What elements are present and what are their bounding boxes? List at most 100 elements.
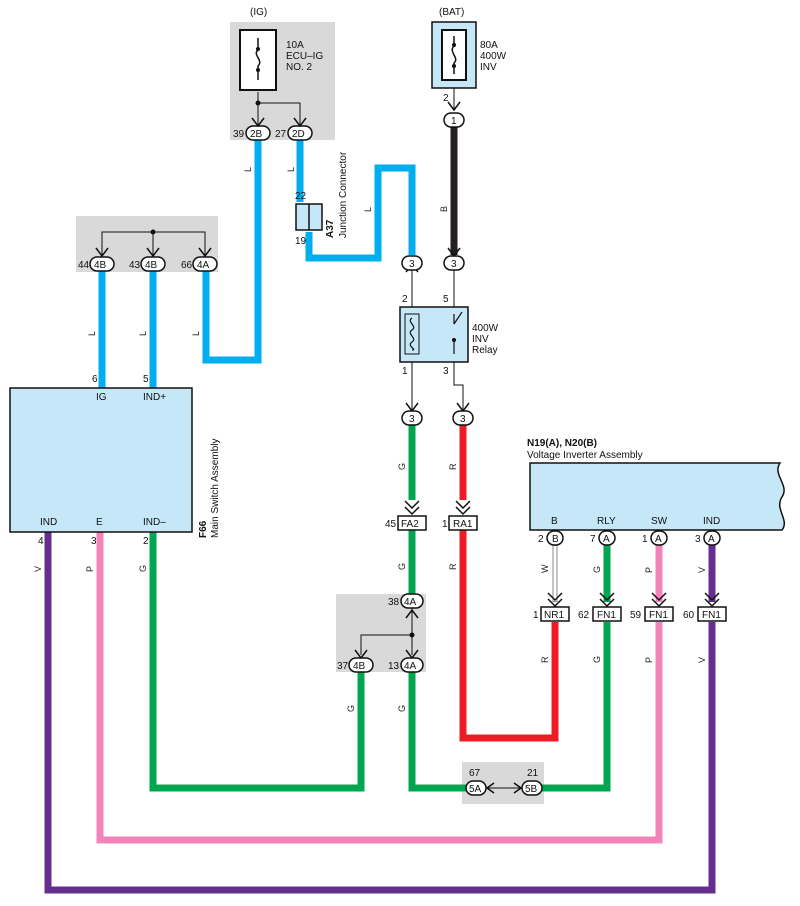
svg-text:2: 2 xyxy=(538,534,544,545)
conn-2d-code: 2D xyxy=(292,129,305,140)
svg-text:66: 66 xyxy=(181,260,193,271)
wire-g-37-indm xyxy=(149,532,365,792)
ms-pin-ind: IND xyxy=(40,517,57,528)
svg-text:P: P xyxy=(644,657,654,663)
bat-fuse-rating: 80A xyxy=(480,40,498,51)
ms-pin-e: E xyxy=(96,517,103,528)
wires xyxy=(44,127,716,894)
svg-text:FN1: FN1 xyxy=(649,610,668,621)
voltage-inverter-assembly xyxy=(529,462,785,531)
svg-text:V: V xyxy=(697,567,707,573)
svg-text:37: 37 xyxy=(337,661,349,672)
ig-fuse-name: ECU–IG xyxy=(286,51,323,62)
svg-text:5: 5 xyxy=(443,294,449,305)
svg-text:5B: 5B xyxy=(525,784,538,795)
svg-text:A: A xyxy=(655,534,662,545)
bat-label: (BAT) xyxy=(439,7,464,18)
svg-text:3: 3 xyxy=(409,414,415,425)
svg-text:21: 21 xyxy=(527,768,539,779)
svg-text:P: P xyxy=(644,567,654,573)
ms-pin-indp: IND+ xyxy=(143,392,166,403)
relay-watt: 400W xyxy=(472,323,499,334)
svg-text:NR1: NR1 xyxy=(544,610,564,621)
svg-text:1: 1 xyxy=(642,534,648,545)
svg-text:44: 44 xyxy=(78,260,90,271)
inv-pin-sw: SW xyxy=(651,516,668,527)
svg-text:4B: 4B xyxy=(94,260,107,271)
svg-text:4B: 4B xyxy=(353,661,366,672)
relay-name: Relay xyxy=(472,345,498,356)
wire-v-ind-fn1 xyxy=(44,532,716,894)
inv-pin-ind: IND xyxy=(703,516,720,527)
svg-text:V: V xyxy=(33,566,43,572)
svg-text:3: 3 xyxy=(460,414,466,425)
wire-g-5b-fn1 xyxy=(540,622,611,792)
svg-text:3: 3 xyxy=(409,259,415,270)
svg-text:G: G xyxy=(397,463,407,470)
wire-p-e-fn1 xyxy=(96,532,663,844)
bat-fuse-watt: 400W xyxy=(480,51,507,62)
ig-fuse-rating: 10A xyxy=(286,40,304,51)
svg-text:FA2: FA2 xyxy=(401,519,419,530)
wire-r-ra1-nr1 xyxy=(459,530,559,742)
wire-l-2b xyxy=(202,140,262,364)
svg-text:13: 13 xyxy=(388,661,400,672)
svg-text:B: B xyxy=(552,534,559,545)
svg-text:3: 3 xyxy=(451,259,457,270)
bat-fuse xyxy=(431,21,477,89)
svg-text:R: R xyxy=(448,563,458,570)
conn-fn1-60 xyxy=(697,606,727,622)
svg-text:60: 60 xyxy=(683,610,695,621)
svg-text:G: G xyxy=(592,656,602,663)
ig-label: (IG) xyxy=(250,7,267,18)
inv-pin-rly: RLY xyxy=(597,516,616,527)
svg-text:7: 7 xyxy=(590,534,596,545)
svg-text:P: P xyxy=(85,566,95,572)
svg-text:G: G xyxy=(592,566,602,573)
bat-arrow xyxy=(447,101,461,112)
conn-fn1-59 xyxy=(644,606,674,622)
svg-text:A: A xyxy=(603,534,610,545)
svg-text:62: 62 xyxy=(578,610,590,621)
svg-text:59: 59 xyxy=(630,610,642,621)
jc-pin-19: 19 xyxy=(295,236,307,247)
svg-text:43: 43 xyxy=(129,260,141,271)
svg-text:R: R xyxy=(448,463,458,470)
svg-text:67: 67 xyxy=(469,768,481,779)
svg-text:A: A xyxy=(708,534,715,545)
svg-text:1: 1 xyxy=(402,366,408,377)
inverter-code: N19(A), N20(B) xyxy=(527,438,597,449)
jc-pin-22: 22 xyxy=(295,191,307,202)
svg-text:L: L xyxy=(138,331,148,336)
ig-fuse xyxy=(239,29,277,106)
svg-text:2: 2 xyxy=(143,536,149,547)
conn-2b-code: 2B xyxy=(250,129,263,140)
svg-text:3: 3 xyxy=(443,366,449,377)
svg-text:L: L xyxy=(363,207,373,212)
svg-text:1: 1 xyxy=(442,519,448,530)
svg-text:4A: 4A xyxy=(404,597,417,608)
bat-pin: 2 xyxy=(443,93,449,104)
svg-text:1: 1 xyxy=(533,610,539,621)
svg-text:5A: 5A xyxy=(469,784,482,795)
svg-text:4A: 4A xyxy=(197,260,210,271)
ms-pin-ig: IG xyxy=(96,392,107,403)
conn-fa2 xyxy=(397,515,427,531)
svg-text:R: R xyxy=(540,656,550,663)
ms-code: F66 xyxy=(198,520,209,538)
conn-2b-pin: 39 xyxy=(233,129,245,140)
conn-relay-in-b xyxy=(443,255,465,271)
svg-text:6: 6 xyxy=(92,374,98,385)
inverter-name: Voltage Inverter Assembly xyxy=(527,450,643,461)
svg-text:G: G xyxy=(397,705,407,712)
svg-text:FN1: FN1 xyxy=(597,610,616,621)
svg-text:G: G xyxy=(397,563,407,570)
svg-text:L: L xyxy=(191,331,201,336)
inv-relay xyxy=(399,306,469,363)
svg-text:4: 4 xyxy=(38,536,44,547)
ms-pin-indm: IND– xyxy=(143,517,166,528)
svg-text:4B: 4B xyxy=(145,260,158,271)
inv-pin-b: B xyxy=(551,516,558,527)
jc-name: Junction Connector xyxy=(338,151,349,238)
